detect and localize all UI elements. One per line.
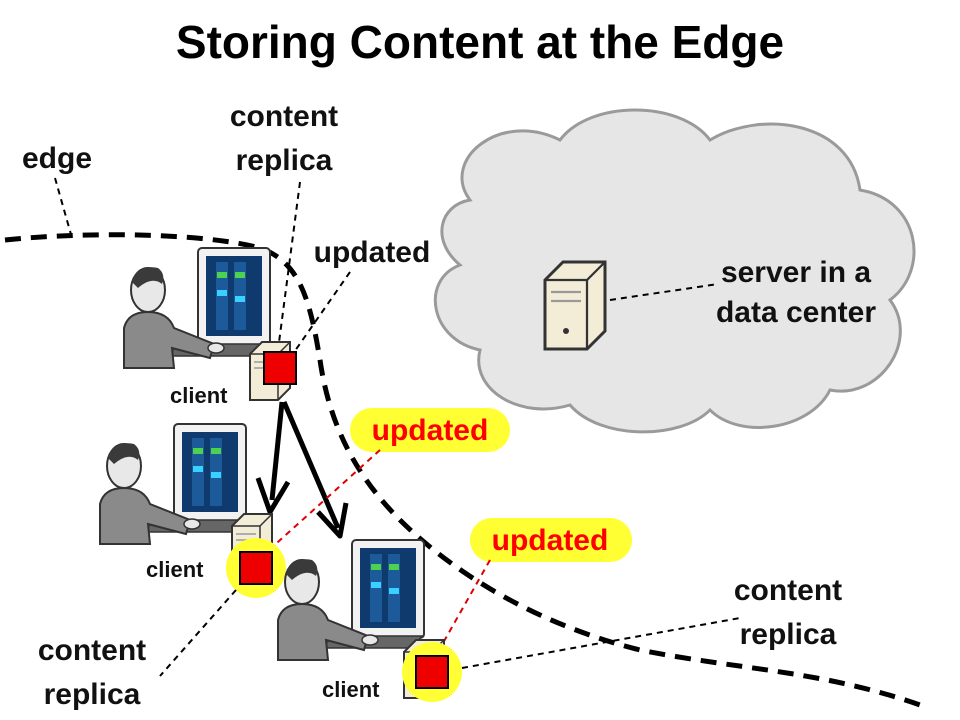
server-label-line1: server in a xyxy=(721,256,871,289)
edge-leader-line xyxy=(54,177,73,239)
server-leader-line xyxy=(609,283,719,301)
data-center-cloud xyxy=(433,108,916,434)
updated-badge-1-label: updated xyxy=(372,414,489,447)
client-3-label: client xyxy=(322,677,380,702)
content-replica-right-line1: content xyxy=(734,574,842,607)
client-2-person-icon xyxy=(99,423,247,545)
edge-boundary-line xyxy=(4,232,921,708)
content-replica-top-line2: replica xyxy=(236,144,333,177)
updated-top-label: updated xyxy=(314,236,431,269)
edge-label: edge xyxy=(22,142,92,175)
client-1-person-icon xyxy=(123,247,271,369)
content-replica-left-line1: content xyxy=(38,634,146,667)
content-replica-right-line2: replica xyxy=(740,618,837,651)
updated-badge-2 xyxy=(470,518,632,562)
server-tower-icon xyxy=(543,260,607,351)
updated-badge-1 xyxy=(350,408,510,452)
client-1-label: client xyxy=(170,383,228,408)
client-1-replica-square xyxy=(263,351,297,385)
updated-badge-2-label: updated xyxy=(492,524,609,557)
arrow-to-client-3 xyxy=(281,401,349,539)
content-replica-right-leader xyxy=(461,617,741,669)
client-2-label: client xyxy=(146,557,204,582)
updated-top-leader xyxy=(289,271,351,359)
content-replica-left-leader xyxy=(159,589,237,677)
server-label-line2: data center xyxy=(716,296,876,329)
content-replica-left-line2: replica xyxy=(44,678,141,711)
arrow-to-client-2 xyxy=(255,401,291,515)
page-title: Storing Content at the Edge xyxy=(176,16,784,68)
client-2-replica-square xyxy=(239,551,273,585)
updated-badge-1-leader xyxy=(257,449,381,561)
client-3-person-icon xyxy=(277,539,425,661)
client-3-replica-square xyxy=(415,655,449,689)
content-replica-top-line1: content xyxy=(230,100,338,133)
